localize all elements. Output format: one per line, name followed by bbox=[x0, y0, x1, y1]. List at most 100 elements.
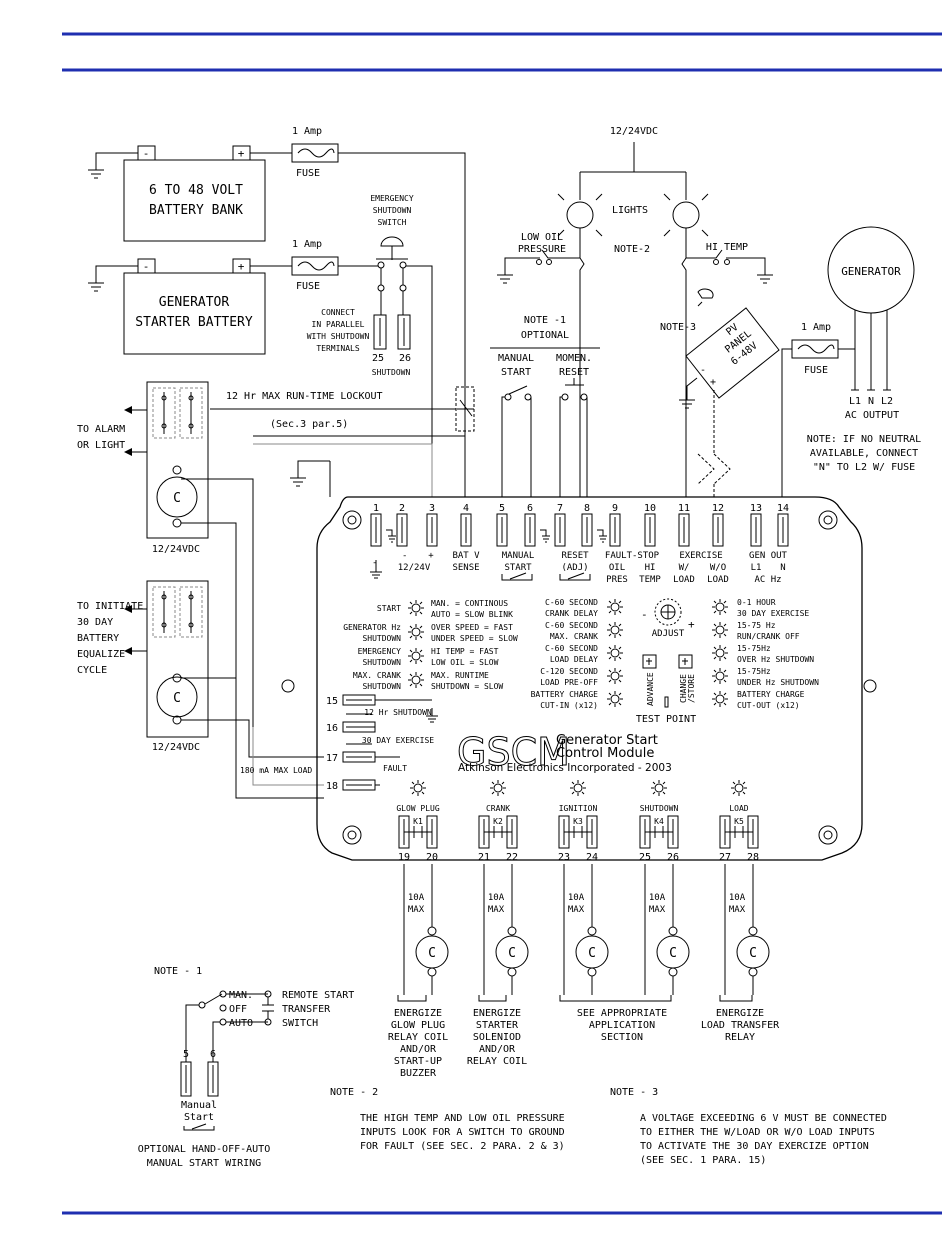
gen-ac: AC OUTPUT bbox=[845, 410, 899, 421]
top-terminal bbox=[426, 513, 438, 547]
coil-label: C bbox=[428, 946, 436, 961]
hoa-man: MAN. bbox=[229, 990, 253, 1001]
output-desc: STARTER bbox=[476, 1020, 519, 1031]
starter-line2: STARTER BATTERY bbox=[135, 315, 253, 330]
top-terminal bbox=[396, 513, 408, 547]
pv-plus: + bbox=[710, 377, 716, 388]
gen-l2: L2 bbox=[881, 396, 893, 407]
led-left-desc: MAN. = CONTINOUS bbox=[431, 599, 508, 608]
t1314-hz: AC Hz bbox=[754, 575, 781, 585]
relay-terminal bbox=[398, 815, 410, 849]
sd-term-25: 25 bbox=[372, 353, 384, 364]
led-indicator bbox=[493, 783, 503, 793]
led-rays bbox=[712, 668, 728, 684]
starter-plus: + bbox=[238, 260, 245, 273]
led-right-label: 15-75 Hz bbox=[737, 621, 776, 630]
eq-2: 30 DAY bbox=[77, 617, 113, 628]
coil-wire bbox=[644, 864, 674, 995]
estop-line1: EMERGENCY bbox=[370, 194, 414, 203]
relay-terminal-num: 22 bbox=[506, 852, 518, 863]
bank-line1: 6 TO 48 VOLT bbox=[149, 183, 243, 198]
t12-wo: W/O bbox=[710, 563, 726, 573]
max-10a: MAX bbox=[649, 905, 666, 915]
coil-wire bbox=[724, 864, 754, 995]
max-10a: MAX bbox=[408, 905, 425, 915]
fuse-3: 1 Amp FUSE bbox=[791, 322, 839, 376]
coil-pin bbox=[748, 926, 758, 936]
hoa-remote3: SWITCH bbox=[282, 1018, 318, 1029]
top-terminal bbox=[554, 513, 566, 547]
output-desc: SOLENIOD bbox=[473, 1032, 521, 1043]
left-terminal-label: 12 Hr SHUTDOWN bbox=[364, 708, 432, 717]
led-left-desc: OVER SPEED = FAST bbox=[431, 623, 513, 632]
generator: GENERATOR L1 N L2 AC OUTPUT NOTE: IF NO … bbox=[807, 226, 921, 473]
hoa-t5: 5 bbox=[183, 1049, 189, 1060]
led-indicator bbox=[411, 651, 421, 661]
relay-terminal-num: 21 bbox=[478, 852, 490, 863]
led-left-label: EMERGENCY bbox=[358, 647, 402, 656]
t78-label1: RESET bbox=[561, 551, 589, 561]
led-mid-label: C-60 SECOND bbox=[545, 621, 598, 630]
max-load: 180 mA MAX LOAD bbox=[240, 766, 312, 775]
led-mid-label: C-60 SECOND bbox=[545, 598, 598, 607]
hoa-t6: 6 bbox=[210, 1049, 216, 1060]
led-rays bbox=[408, 600, 424, 616]
note3-line1: A VOLTAGE EXCEEDING 6 V MUST BE CONNECTE… bbox=[640, 1113, 887, 1124]
t56-label2: START bbox=[504, 563, 532, 573]
t14-n: N bbox=[780, 563, 785, 573]
terminal-bracket bbox=[346, 713, 372, 745]
max-10a: 10A bbox=[568, 893, 585, 903]
output-desc: LOAD TRANSFER bbox=[701, 1020, 780, 1031]
fuse-2: 1 Amp FUSE bbox=[291, 239, 339, 292]
adjust-label: ADJUST bbox=[652, 629, 685, 639]
top-terminal bbox=[712, 513, 724, 547]
adjust-knob: ADJUST - + bbox=[641, 598, 695, 639]
left-terminal-num: 17 bbox=[326, 753, 338, 764]
coil-label: C bbox=[749, 946, 757, 961]
output-desc: RELAY COIL bbox=[388, 1032, 448, 1043]
relay-k: K3 bbox=[573, 817, 583, 826]
relay-contact bbox=[564, 826, 592, 838]
alarm-1: TO ALARM bbox=[77, 424, 125, 435]
relay-contact bbox=[404, 826, 432, 838]
led-rays bbox=[712, 599, 728, 615]
output-desc: RELAY COIL bbox=[467, 1056, 527, 1067]
led-right-label: UNDER Hz SHUTDOWN bbox=[737, 678, 819, 687]
output-desc: ENERGIZE bbox=[473, 1008, 521, 1019]
led-right-label: 0-1 HOUR bbox=[737, 598, 776, 607]
hoa-manual1: Manual bbox=[181, 1100, 217, 1111]
top-terminal bbox=[370, 513, 382, 547]
ground-symbol bbox=[540, 529, 550, 543]
relay-name: GLOW PLUG bbox=[396, 804, 440, 813]
left-terminal-label: 30 DAY EXERCISE bbox=[362, 736, 434, 745]
parallel-4: TERMINALS bbox=[316, 344, 360, 353]
change-store-button: CHANGE /STORE bbox=[678, 654, 696, 703]
top-terminal-num: 11 bbox=[678, 503, 690, 514]
eq-3: BATTERY bbox=[77, 633, 119, 644]
t9-label1: FAULT-STOP bbox=[605, 551, 660, 561]
lights-label: LIGHTS bbox=[612, 205, 648, 216]
coil-label: C bbox=[588, 946, 596, 961]
output-desc: SEE APPROPRIATE bbox=[577, 1008, 667, 1019]
momentary-reset-switch bbox=[559, 378, 588, 497]
led-right-label: RUN/CRANK OFF bbox=[737, 632, 800, 641]
relay-terminal-num: 27 bbox=[719, 852, 731, 863]
t1112-label: EXERCISE bbox=[679, 551, 722, 561]
advance-label: ADVANCE bbox=[646, 672, 655, 706]
top-terminal bbox=[581, 513, 593, 547]
relay-terminal-num: 26 bbox=[667, 852, 679, 863]
relay-contact bbox=[725, 826, 753, 838]
max-10a: MAX bbox=[568, 905, 585, 915]
note3-title: NOTE - 3 bbox=[610, 1087, 658, 1098]
fuse2-label: FUSE bbox=[296, 281, 320, 292]
led-mid-label: C-60 SECOND bbox=[545, 644, 598, 653]
relay-name: SHUTDOWN bbox=[640, 804, 679, 813]
led-indicator bbox=[715, 671, 725, 681]
top-terminal bbox=[750, 513, 762, 547]
relay-terminal bbox=[558, 815, 570, 849]
coil-wire bbox=[403, 864, 433, 995]
